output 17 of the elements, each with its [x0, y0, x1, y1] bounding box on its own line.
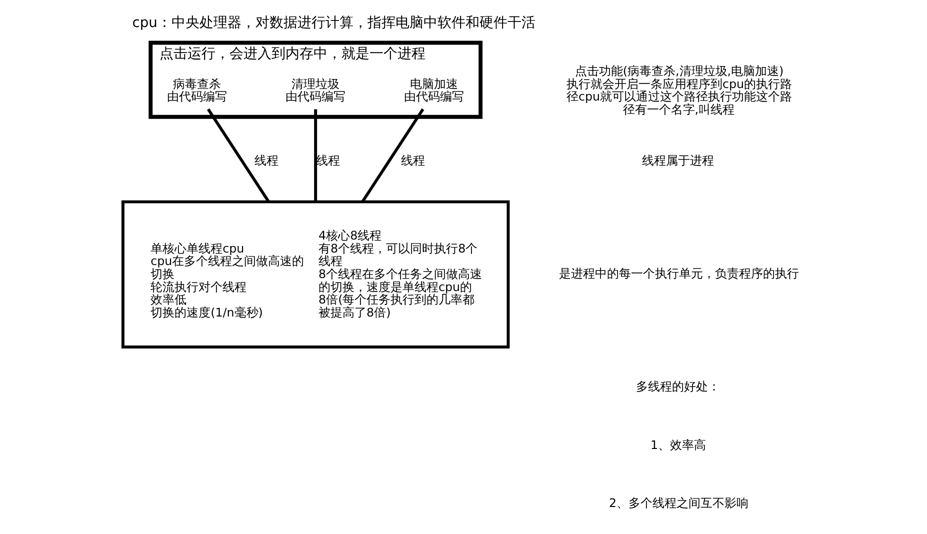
edge-label: 线程 [254, 153, 278, 168]
label: 线程属于进程 [642, 153, 714, 168]
label: 是进程中的每一个执行单元，负责程序的执行 [558, 266, 799, 280]
edge-label: 线程 [315, 153, 340, 168]
connector [314, 109, 317, 202]
label: 点击功能(病毒查杀,清理垃圾,电脑加速)执行就会开启一条应用程序到cpu的执行路径cpu就可以通过这个路径执行功能这个路径有一个名字,叫线程 [566, 64, 792, 116]
edge-label: 线程 [400, 153, 424, 168]
connector [206, 108, 270, 202]
diagram-title: cpu：中央处理器，对数据进行计算，指挥电脑中软件和硬件干活 [132, 15, 535, 32]
node-text: 电脑加速 由代码编写 [404, 76, 464, 104]
label: 多线程的好处： [636, 380, 720, 394]
node-box: 单核心单线程cpu cpu在多个线程之间做高速的切换 轮流执行对个线程 效率低 切换的速度(1/n毫秒) 4核心8线程 有8个线程，可以同时执行8个线程 8个线程在多个任务之间做高速的切换，速度是单线程cpu的8倍(每个任务执行到的几率都被提高了8倍) [120, 200, 510, 348]
label: 2、多个线程之间互不影响 [608, 496, 748, 510]
node-text: 病毒查杀 由代码编写 [166, 76, 227, 104]
node-text: 清理垃圾 由代码编写 [285, 76, 346, 104]
connector [360, 108, 424, 202]
label: 1、效率高 [650, 438, 706, 452]
